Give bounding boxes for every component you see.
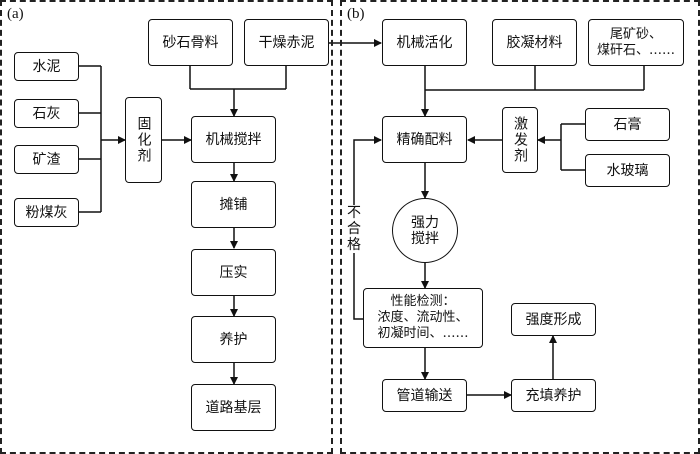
step-curing: 养护 [191,316,276,363]
step-road-base: 道路基层 [191,384,276,431]
input-slag: 矿渣 [14,145,79,174]
activator-box: 激发剂 [502,107,538,173]
binder-box: 固化剂 [125,97,162,183]
input-dry-red-mud: 干燥赤泥 [244,19,329,66]
precise-batching-box: 精确配料 [382,116,467,163]
intensive-mixing-circle: 强力 搅拌 [392,198,458,263]
cementitious-material-box: 胶凝材料 [492,19,577,66]
input-lime: 石灰 [14,99,79,128]
mechanical-activation-box: 机械活化 [382,19,467,66]
step-compaction: 压实 [191,249,276,296]
tailings-box: 尾矿砂、 煤矸石、…… [588,19,684,66]
pipeline-transport-box: 管道输送 [382,379,467,412]
gypsum-box: 石膏 [585,108,670,141]
strength-formation-box: 强度形成 [511,303,596,336]
step-paving: 摊铺 [191,181,276,228]
reject-label: 不合格 [346,205,362,253]
performance-testing-box: 性能检测： 浓度、流动性、 初凝时间、…… [363,288,483,348]
panel-b [340,0,700,454]
filling-curing-box: 充填养护 [511,379,596,412]
input-aggregate: 砂石骨料 [148,19,233,66]
panel-a [0,0,333,454]
panel-b-label: (b) [347,6,365,22]
input-fly-ash: 粉煤灰 [14,198,79,227]
step-mechanical-mixing: 机械搅拌 [191,116,276,163]
panel-a-label: (a) [7,6,24,22]
water-glass-box: 水玻璃 [585,154,670,187]
input-cement: 水泥 [14,52,79,81]
